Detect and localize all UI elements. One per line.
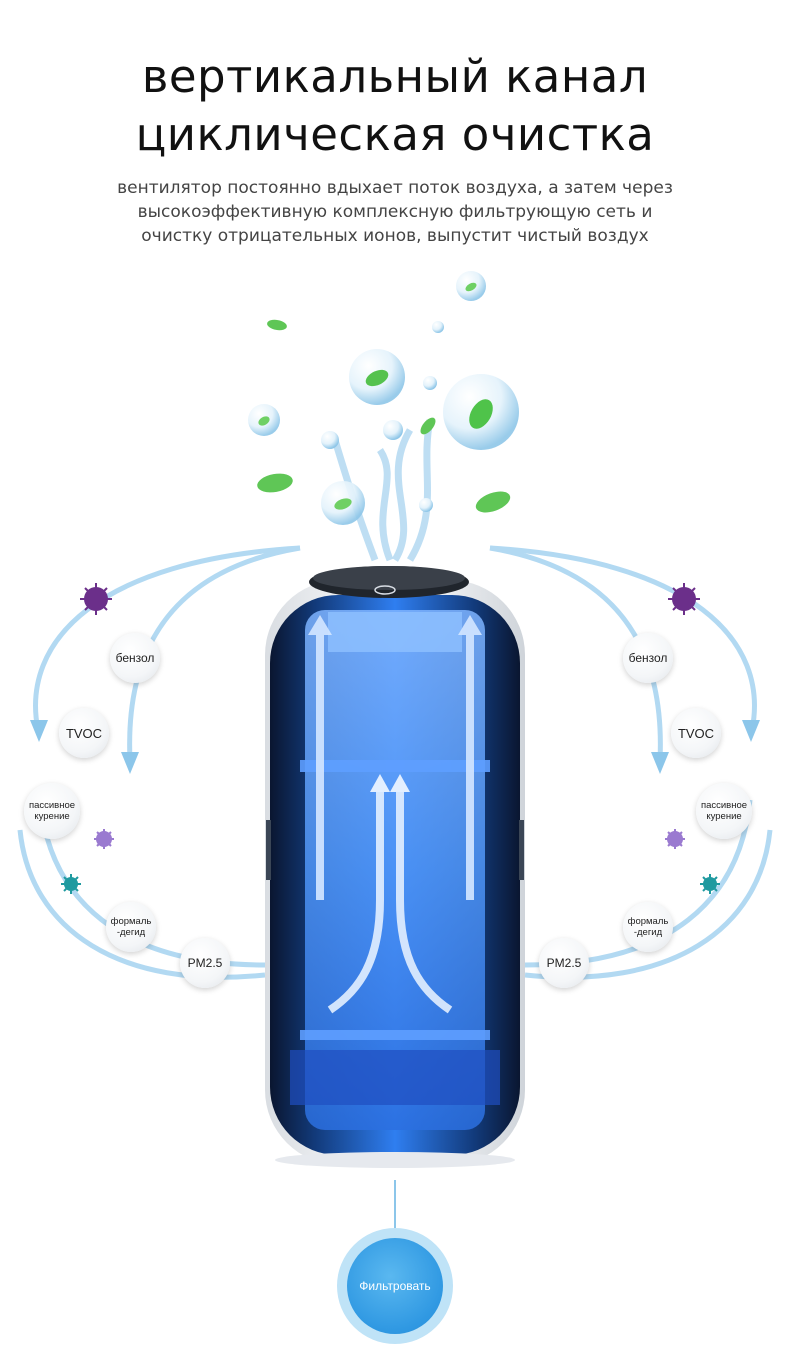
title-line-1: вертикальный канал (141, 50, 649, 103)
pollutant-tvoc-right: TVOC (671, 708, 721, 758)
pollutant-formaldehyde-left: формаль -дегид (106, 902, 156, 952)
pollutant-smoke-left: пассивное курение (24, 783, 80, 839)
germ-icons (61, 583, 720, 894)
pollutant-formaldehyde-right: формаль -дегид (623, 902, 673, 952)
leaf-bubbles (248, 271, 519, 525)
description-line-2: высокоэффективную комплексную фильтрующу… (137, 202, 653, 222)
pollutant-benzene-right: бензол (623, 633, 673, 683)
germ-icon (700, 874, 720, 894)
right-arrowheads (651, 720, 760, 774)
bacteria-icon (665, 829, 685, 849)
pollutant-pm25-left: PM2.5 (180, 938, 230, 988)
air-purifier-device (265, 566, 525, 1168)
clean-air-streams (331, 419, 434, 562)
page-title: вертикальный канал циклическая очистка (0, 48, 790, 164)
description-line-1: вентилятор постоянно вдыхает поток возду… (117, 178, 673, 198)
virus-icon (80, 583, 112, 615)
floating-leaves (257, 319, 511, 513)
pollutant-benzene-left: бензол (110, 633, 160, 683)
pollutant-pm25-right: PM2.5 (539, 938, 589, 988)
pollutant-smoke-right: пассивное курение (696, 783, 752, 839)
description: вентилятор постоянно вдыхает поток возду… (60, 176, 730, 248)
pollutant-tvoc-left: TVOC (59, 708, 109, 758)
description-line-3: очистку отрицательных ионов, выпустит чи… (141, 226, 649, 246)
left-arrowheads (30, 720, 139, 774)
filter-button[interactable]: Фильтровать (337, 1228, 453, 1344)
germ-icon (61, 874, 81, 894)
bacteria-icon (94, 829, 114, 849)
left-airflow-arcs (17, 545, 301, 980)
filter-button-label: Фильтровать (347, 1238, 443, 1334)
title-line-2: циклическая очистка (135, 108, 655, 161)
virus-icon (668, 583, 700, 615)
